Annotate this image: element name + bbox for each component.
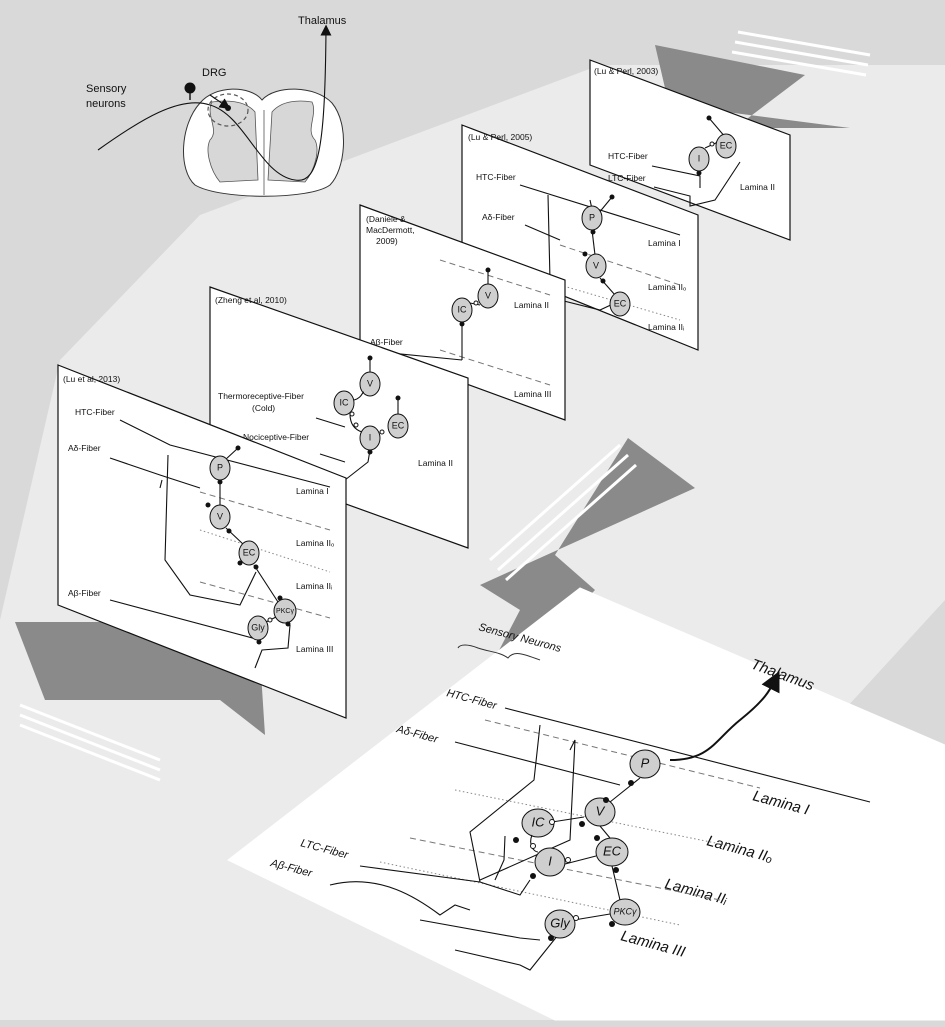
panel-lu-2013: (Lu et al, 2013) HTC-Fiber Aδ-Fiber Aβ-F… xyxy=(57,364,347,719)
summary-cell-p-label: P xyxy=(641,755,650,770)
p1-fiber-htc: HTC-Fiber xyxy=(608,151,648,161)
arrow-top-right-icon xyxy=(595,30,871,128)
p4-cell-ec xyxy=(387,413,409,439)
p5-citation: (Lu et al, 2013) xyxy=(63,374,120,384)
panel-lu-perl-2005: (Lu & Perl, 2005) HTC-Fiber Aδ-Fiber Lam… xyxy=(461,124,699,351)
p3-cell-v-label: V xyxy=(485,290,491,300)
p2-lamina-iii: Lamina IIᵢ xyxy=(648,322,684,332)
p5-cell-p-label: P xyxy=(217,462,223,472)
panel-daniele-macdermott-2009: (Daniele & MacDermott, 2009) Aβ-Fiber La… xyxy=(359,204,566,421)
p5-lamina-iio: Lamina IIₒ xyxy=(296,538,334,548)
p2-lamina-i: Lamina I xyxy=(648,238,681,248)
summary-cell-ic-label: IC xyxy=(532,814,546,829)
p2-cell-v-label: V xyxy=(593,260,599,270)
p4-cell-v xyxy=(359,371,381,397)
summary-cell-i xyxy=(534,847,566,877)
summary-cell-gly-label: Gly xyxy=(550,915,571,930)
p4-fiber-cold: (Cold) xyxy=(252,403,275,413)
p3-cell-ic-label: IC xyxy=(458,304,468,314)
p2-cell-v xyxy=(585,253,607,279)
p3-lamina-ii: Lamina II xyxy=(514,300,549,310)
arrow-left-icon xyxy=(15,580,265,782)
p2-cell-ec-label: EC xyxy=(614,298,627,308)
p4-cell-ic xyxy=(333,390,355,416)
p1-cell-i-label: I xyxy=(698,153,701,163)
dorsal-horn-highlight xyxy=(207,93,249,127)
p5-lamina-iii: Lamina IIᵢ xyxy=(296,581,332,591)
p4-citation: (Zheng et al, 2010) xyxy=(215,295,287,305)
p1-citation: (Lu & Perl, 2003) xyxy=(594,66,658,76)
p5-cell-gly-label: Gly xyxy=(251,622,265,632)
p1-lamina-ii: Lamina II xyxy=(740,182,775,192)
p3-fiber-abeta: Aβ-Fiber xyxy=(370,337,403,347)
p5-fiber-abeta: Aβ-Fiber xyxy=(68,588,101,598)
summary-panel: Sensory Neurons Thalamus HTC-Fiber Aδ-Fi… xyxy=(227,587,945,1021)
p5-cell-ec xyxy=(238,540,260,566)
spinal-cord-schematic: Thalamus DRG Sensory neurons xyxy=(86,15,347,197)
p5-cell-v-label: V xyxy=(217,511,223,521)
summary-cell-ec-label: EC xyxy=(603,843,622,858)
sensory-neurons-label-1: Sensory xyxy=(86,83,127,95)
drg-label: DRG xyxy=(202,67,226,79)
p1-cell-ec-label: EC xyxy=(720,140,733,150)
p3-lamina-iii: Lamina III xyxy=(514,389,551,399)
summary-cell-pkcg xyxy=(609,898,641,926)
p4-lamina-ii: Lamina II xyxy=(418,458,453,468)
p1-fiber-ltc: LTC-Fiber xyxy=(608,173,646,183)
p4-cell-ec-label: EC xyxy=(392,420,405,430)
top-thalamus-label: Thalamus xyxy=(298,15,347,27)
panel-lu-perl-2003: (Lu & Perl, 2003) HTC-Fiber LTC-Fiber La… xyxy=(589,59,791,241)
summary-cell-pkcg-label: PKCγ xyxy=(613,906,637,916)
summary-cell-i-label: I xyxy=(548,853,552,868)
p4-cell-ic-label: IC xyxy=(340,397,350,407)
p3-citation-1: (Daniele & xyxy=(366,214,406,224)
p4-cell-i-label: I xyxy=(369,432,372,442)
p5-lamina-i: Lamina I xyxy=(296,486,329,496)
p3-citation-3: 2009) xyxy=(376,236,398,246)
summary-cell-v-label: V xyxy=(596,803,606,818)
p1-cell-ec xyxy=(715,133,737,159)
p2-citation: (Lu & Perl, 2005) xyxy=(468,132,532,142)
p3-citation-2: MacDermott, xyxy=(366,225,415,235)
p5-fiber-htc: HTC-Fiber xyxy=(75,407,115,417)
p5-cell-pkcg xyxy=(273,598,297,624)
summary-cell-gly xyxy=(544,909,576,939)
p2-fiber-htc: HTC-Fiber xyxy=(476,172,516,182)
drg-cell-body xyxy=(184,82,196,94)
grey-matter-right xyxy=(267,100,318,183)
grey-matter-left xyxy=(207,100,259,183)
p5-lamina-iiii: Lamina III xyxy=(296,644,333,654)
p5-fiber-adelta: Aδ-Fiber xyxy=(68,443,101,453)
p4-cell-v-label: V xyxy=(367,378,373,388)
p5-cell-v xyxy=(209,504,231,530)
p3-cell-v xyxy=(477,283,499,309)
p4-fiber-noci: Nociceptive-Fiber xyxy=(243,432,309,442)
p2-fiber-adelta: Aδ-Fiber xyxy=(482,212,515,222)
p4-fiber-thermo: Thermoreceptive-Fiber xyxy=(218,391,304,401)
p2-lamina-iio: Lamina IIₒ xyxy=(648,282,686,292)
p5-cell-pkcg-label: PKCγ xyxy=(276,608,294,615)
p2-cell-ec xyxy=(609,291,631,317)
ascending-pathway xyxy=(97,24,332,181)
p2-cell-p-label: P xyxy=(589,212,595,222)
sensory-neurons-label-2: neurons xyxy=(86,98,126,110)
summary-cell-p xyxy=(629,749,661,779)
p5-cell-ec-label: EC xyxy=(243,547,256,557)
panel-zheng-2010: (Zheng et al, 2010) Thermoreceptive-Fibe… xyxy=(209,286,469,549)
